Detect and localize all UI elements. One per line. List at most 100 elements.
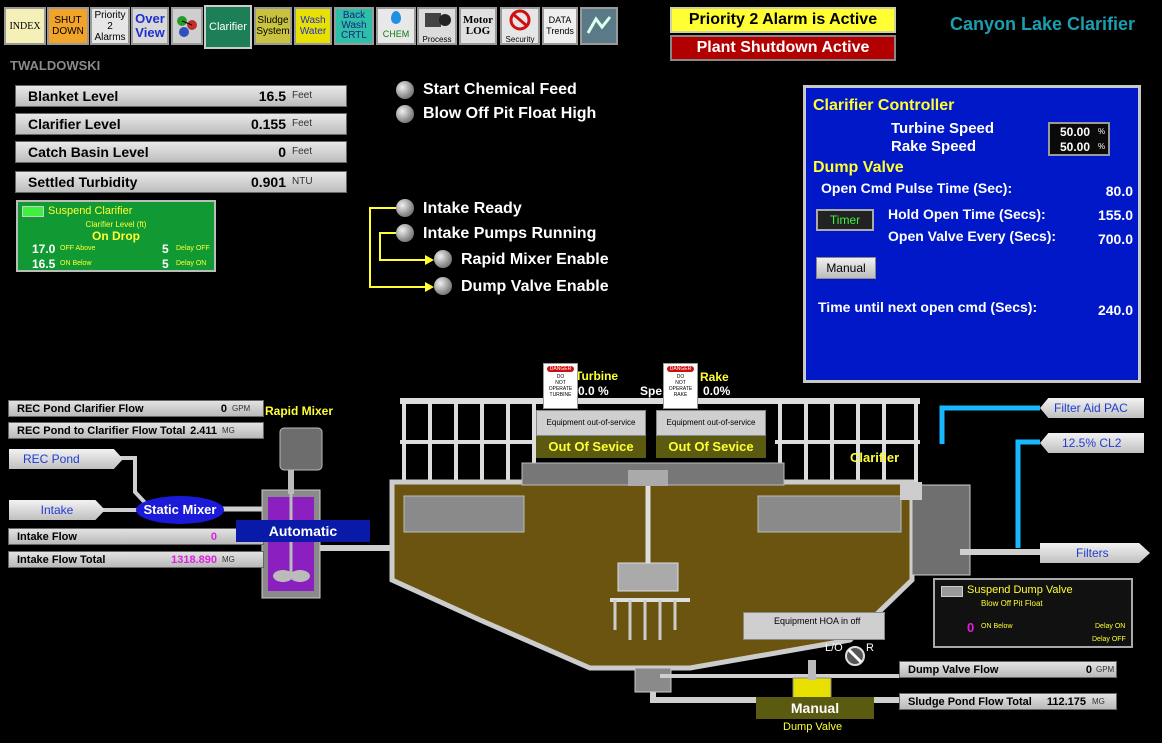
clarifier-controller-panel: Clarifier Controller Turbine Speed Rake … [803,85,1141,383]
clarifier-button[interactable]: Clarifier [204,5,252,49]
security-label: Security [505,34,535,44]
rake-tag-line3: OPERATE [668,386,693,392]
priority-alarms-button[interactable]: Priority 2 Alarms [90,7,130,45]
turbine-tag-line4: TURBINE [549,392,572,398]
map-button[interactable] [580,7,618,45]
controller-title: Clarifier Controller [813,97,955,114]
hold-open-label: Hold Open Time (Secs): [888,206,1046,222]
suspend-clarifier-subtitle: Clarifier Level (ft) [85,220,147,229]
rec-pond-total-label: REC Pond to Clarifier Flow Total [17,425,186,437]
priority2-alarm-banner[interactable]: Priority 2 Alarm is Active [670,7,896,33]
shutdown-label: SHUT DOWN [52,15,84,37]
filter-aid-pac-destination[interactable]: Filter Aid PAC [1040,398,1144,418]
suspend-clarifier-panel[interactable]: Suspend Clarifier Clarifier Level (ft) O… [16,200,216,272]
overview-line2: View [135,25,165,40]
time-next-label: Time until next open cmd (Secs): [818,299,1038,315]
intake-flow-label: Intake Flow [17,531,77,543]
chem-button[interactable]: CHEM [376,7,416,45]
priority-line1: Priority [94,9,126,21]
overview-button[interactable]: Over View [131,7,169,45]
delay-off-label: Delay OFF [176,245,210,252]
turbine-tag-line1: DO [556,374,565,380]
rake-danger-header: DANGER [667,366,694,372]
turbine-tag-line2: NOT [555,380,566,386]
sludge-total-label: Sludge Pond Flow Total [908,696,1032,708]
off-above-label: OFF Above [60,245,96,252]
pump-icon [425,12,451,27]
rec-pond-clar-label: REC Pond Clarifier Flow [17,403,144,415]
equipment-hoa-status: Equipment HOA in off [743,612,885,640]
data-line1: DATA [548,15,572,25]
blanket-level-label: Blanket Level [28,88,119,104]
backwash-button[interactable]: Back Wash CRTL [334,7,374,45]
clarifier-level-value: 0.155 [250,116,286,132]
rec-pond-total-value: 2.411 [190,425,217,437]
cl2-destination[interactable]: 12.5% CL2 [1040,433,1144,453]
on-below-label: ON Below [60,260,92,267]
clarifier-label: Clarifier [850,450,900,465]
timer-button[interactable]: Timer [816,209,874,231]
delay-on-label: Delay ON [176,260,207,267]
motorlog-line2: LOG [465,25,491,37]
sludge-system-button[interactable]: Sludge System [254,7,292,45]
motor-log-button[interactable]: Motor LOG [459,7,497,45]
settled-turbidity-value: 0.901 [250,174,286,190]
sludge-total-unit: MG [1092,697,1105,706]
turbine-out-of-service: Out Of Sevice [536,436,646,458]
backwash-label: Back Wash CRTL [341,11,367,41]
automatic-mode-badge[interactable]: Automatic [236,520,370,542]
data-trends-button[interactable]: DATA Trends [542,7,578,45]
rapid-mixer-led-icon [434,250,452,268]
rec-pond-flow-total: REC Pond to Clarifier Flow Total 2.411 M… [8,422,264,439]
dump-valve-manual-mode[interactable]: Manual [756,697,874,719]
suspend-dump-delay-off: Delay OFF [1092,636,1126,643]
process-content: Process [422,9,452,44]
plant-shutdown-banner[interactable]: Plant Shutdown Active [670,35,896,61]
turbine-speed-value: 50.00 [1060,125,1091,139]
start-chem-label: Start Chemical Feed [423,81,577,98]
shutdown-line1: SHUT [54,15,82,26]
suspend-dump-on-label: ON Below [981,623,1013,630]
backwash-line2: Wash [341,20,367,31]
intake-source[interactable]: Intake [9,500,105,520]
dump-flow-value: 0 [1085,664,1092,676]
static-mixer[interactable]: Static Mixer [136,496,224,524]
priority-alarms-label: Priority 2 Alarms [94,10,125,43]
filters-destination[interactable]: Filters [1040,543,1150,563]
clarifier-level-label: Clarifier Level [28,116,121,132]
catch-basin-level-display: Catch Basin Level 0 Feet [15,141,347,163]
suspend-dump-valve-panel[interactable]: Suspend Dump Valve Blow Off Pit Float 0 … [933,578,1133,648]
rake-tag-line1: DO [676,374,685,380]
turbine-tag-line3: OPERATE [548,386,573,392]
rake-danger-tag: DANGER DO NOT OPERATE RAKE [663,363,698,409]
priority-line3: Alarms [94,31,126,43]
shutdown-button[interactable]: SHUT DOWN [47,7,89,45]
process-button[interactable]: Process [417,7,457,45]
intake-flow-value: 0 [210,531,217,543]
clarifier-level-display: Clarifier Level 0.155 Feet [15,113,347,135]
turbine-danger-header: DANGER [547,366,574,372]
turbine-speed-setpoint[interactable]: 50.00 % 50.00 % [1048,122,1110,156]
manual-button[interactable]: Manual [816,257,876,279]
suspend-clarifier-title: Suspend Clarifier [48,205,133,217]
shutdown-line2: DOWN [52,26,84,37]
network-button[interactable] [171,7,203,45]
rec-pond-source[interactable]: REC Pond [9,449,123,469]
index-button[interactable]: INDEX [4,7,46,45]
intake-total-value: 1318.890 [171,554,217,566]
sludge-total-value: 112.175 [1046,696,1086,708]
rake-speed-unit: % [1098,142,1106,151]
rake-oos-status[interactable]: Equipment out-of-service Out Of Sevice [656,410,766,460]
intake-total-unit: MG [222,555,235,564]
wash-water-button[interactable]: Wash Water [294,7,332,45]
rake-tag-line2: NOT [675,380,686,386]
user-name: TWALDOWSKI [10,58,101,73]
turbine-oos-status[interactable]: Equipment out-of-service Out Of Sevice [536,410,646,460]
dump-valve-enable-label: Dump Valve Enable [461,278,609,295]
wash-line1: Wash [300,15,326,26]
process-label: Process [422,34,452,44]
lockout-label: L/O [825,642,843,654]
dump-valve-flow-display: Dump Valve Flow 0 GPM [899,661,1117,678]
dump-valve-label: Dump Valve [783,721,843,733]
security-button[interactable]: Security [500,7,540,45]
